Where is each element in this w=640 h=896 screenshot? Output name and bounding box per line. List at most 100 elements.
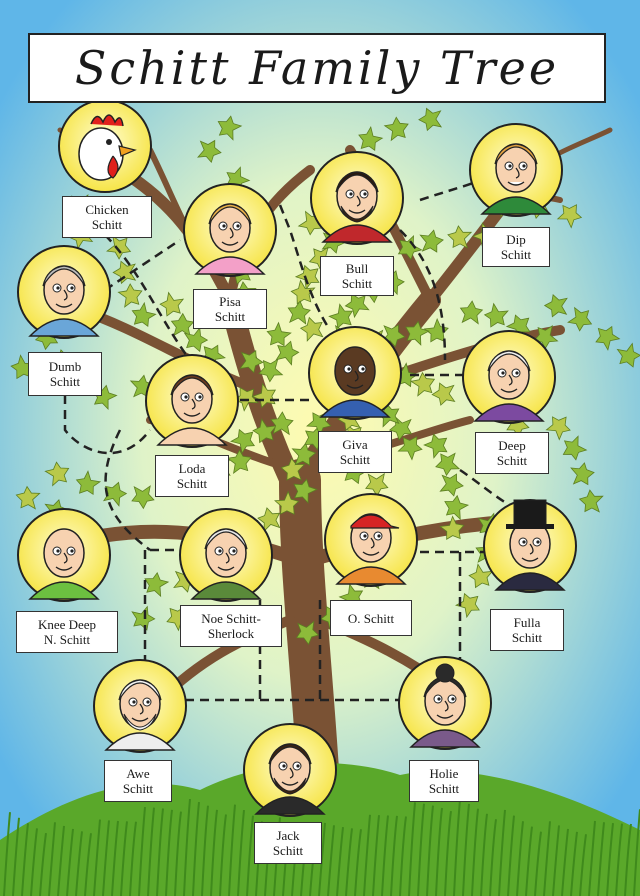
leaf <box>287 300 311 325</box>
leaf <box>431 382 456 406</box>
grass-blade <box>246 815 254 896</box>
name-label-loda: Loda Schitt <box>155 455 229 497</box>
leaf <box>183 326 209 353</box>
leaf <box>239 349 264 374</box>
grass-blade <box>57 825 65 896</box>
grass-blade <box>201 805 209 896</box>
grass-blade <box>228 804 236 896</box>
leaf <box>306 412 332 437</box>
grass-blade <box>453 799 461 896</box>
grass-blade <box>498 809 506 896</box>
grass-blade <box>534 831 542 896</box>
leaf <box>291 442 317 466</box>
leaf <box>439 515 465 540</box>
leaf <box>365 472 389 497</box>
leaf <box>131 485 155 510</box>
leaf <box>388 415 413 441</box>
name-label-dumb: Dumb Schitt <box>28 352 102 396</box>
name-label-o: O. Schitt <box>330 600 412 636</box>
grass-blade <box>525 826 533 896</box>
leaf <box>380 324 406 348</box>
leaf <box>439 473 464 497</box>
leaf <box>545 416 571 441</box>
victorian-man-icon <box>243 723 337 817</box>
leaf <box>328 303 354 329</box>
leaf <box>44 461 70 487</box>
old-man-icon <box>17 245 111 339</box>
grass-blade <box>363 814 371 896</box>
name-label-fulla: Fulla Schitt <box>490 609 564 651</box>
grass-blade <box>615 823 623 896</box>
grass-blade <box>507 815 515 896</box>
leaf <box>423 317 449 343</box>
leaf <box>383 116 409 142</box>
name-label-dip: Dip Schitt <box>482 227 550 267</box>
grass-blade <box>597 822 605 896</box>
name-label-noe: Noe Schitt- Sherlock <box>180 605 282 647</box>
bun-woman-icon <box>398 656 492 750</box>
rooster-icon <box>58 99 152 193</box>
grass-blade <box>165 809 173 896</box>
grass-blade <box>552 825 560 896</box>
grass-blade <box>435 807 443 896</box>
leaf <box>252 418 278 444</box>
name-label-bull: Bull Schitt <box>320 256 394 296</box>
leaf <box>270 411 294 436</box>
grass-blade <box>471 808 479 896</box>
leaf <box>595 325 621 351</box>
grass-blade <box>30 828 38 896</box>
leaf <box>197 139 222 164</box>
bearded-elder-icon <box>93 659 187 753</box>
leaf <box>435 452 461 477</box>
grass-blade <box>147 807 155 896</box>
grass-blade <box>336 826 344 896</box>
name-label-deep: Deep Schitt <box>475 432 549 474</box>
grass-blade <box>444 810 452 896</box>
leaf <box>405 320 430 346</box>
powdered-wig-icon <box>462 330 556 424</box>
leaf <box>274 490 300 515</box>
leaf <box>418 107 443 132</box>
grass-blade <box>21 823 29 896</box>
leaf <box>556 204 583 229</box>
leaf <box>562 435 588 461</box>
grass-blade <box>381 815 389 896</box>
grass-blade <box>48 822 56 896</box>
man-suit-icon <box>308 326 402 420</box>
leaf <box>468 563 494 589</box>
name-label-pisa: Pisa Schitt <box>193 289 267 329</box>
leaf <box>251 382 277 409</box>
grinning-blonde-icon <box>469 123 563 217</box>
grass-blade <box>480 813 488 896</box>
grass-blade <box>183 798 191 896</box>
leaf <box>170 312 195 337</box>
leaf <box>280 457 306 481</box>
grass-blade <box>426 805 434 896</box>
leaf <box>275 340 300 366</box>
leaf <box>102 481 128 507</box>
leaf <box>459 300 484 325</box>
leaf <box>226 449 252 474</box>
leaf <box>344 293 370 319</box>
leaf <box>567 306 593 332</box>
leaf <box>144 571 170 598</box>
grass-blade <box>354 829 362 896</box>
grass-blade <box>399 816 407 896</box>
leaf <box>299 316 324 342</box>
grass-blade <box>633 809 640 896</box>
girl-pigtails-icon <box>183 183 277 277</box>
grass-blade <box>120 821 128 896</box>
leaf <box>266 321 292 347</box>
name-label-giva: Giva Schitt <box>318 431 392 473</box>
leaf <box>131 301 157 328</box>
leaf <box>410 371 436 397</box>
leaf <box>293 478 318 504</box>
bearded-man-icon <box>310 151 404 245</box>
grass-blade <box>588 820 596 896</box>
grass-blade <box>516 821 524 896</box>
leaf <box>455 592 480 619</box>
name-label-jack: Jack Schitt <box>254 822 322 864</box>
leaf <box>258 358 284 383</box>
name-label-kneedeep: Knee Deep N. Schitt <box>16 611 118 653</box>
grass-blade <box>561 828 569 896</box>
